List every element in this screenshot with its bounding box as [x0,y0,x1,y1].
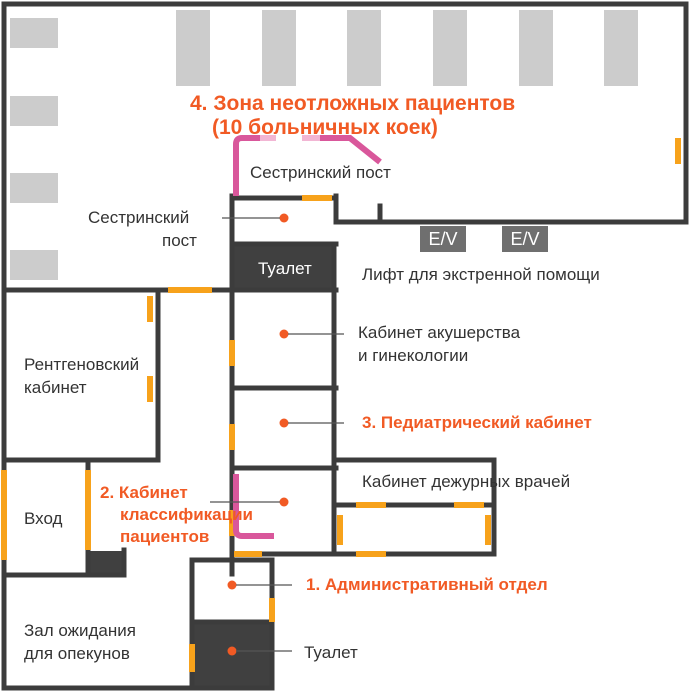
obgyn-room-label-2: и гинекологии [358,346,469,365]
elevator-1: E/V [420,226,466,252]
bed [433,10,467,86]
bed [604,10,638,86]
room-markers [227,213,289,656]
waiting-hall-label: Зал ожидания [24,621,136,640]
marker-dot [227,646,237,656]
elevator-caption: Лифт для экстренной помощи [362,265,600,284]
marker-dot [227,580,237,590]
obgyn-room-label: Кабинет акушерства [358,323,521,342]
marker-dot [279,497,289,507]
bed [262,10,296,86]
entrance-block [88,551,124,575]
marker-dot [279,418,289,428]
bed [176,10,210,86]
bed [347,10,381,86]
entrance-label: Вход [24,509,63,528]
nurse-station-left-label: Сестринский [88,208,190,227]
bed [10,250,58,280]
triage-room-label: 2. Кабинет [100,483,188,502]
beds [10,10,638,280]
xray-room-label-2: кабинет [24,378,87,397]
xray-room-label: Рентгеновский [24,355,140,374]
duty-doctors-room-label: Кабинет дежурных врачей [362,472,571,491]
bed [10,96,58,126]
nurse-station-left-label-2: пост [162,231,197,250]
pediatric-room-label: 3. Педиатрический кабинет [362,413,592,432]
admin-room-label: 1. Административный отдел [306,575,548,594]
triage-room-label-3: пациентов [120,527,210,546]
elevator-2: E/V [502,226,548,252]
curtains [233,135,382,539]
bed [10,18,58,48]
toilet-lower-label: Туалет [304,643,358,662]
triage-room-label-2: классификации [120,505,253,524]
leader-lines [210,217,344,652]
bed [10,173,58,203]
emergency-zone-beds: (10 больничных коек) [212,116,438,139]
waiting-hall-label-2: для опекунов [24,644,130,663]
bed [519,10,553,86]
marker-dot [279,329,289,339]
nurse-station-top-label: Сестринский пост [250,163,391,182]
marker-dot [279,213,289,223]
toilet-upper-label: Туалет [258,259,312,278]
doors [1,138,681,672]
toilet-upper-room [234,246,334,288]
emergency-zone-title: 4. Зона неотложных пациентов [190,92,516,115]
